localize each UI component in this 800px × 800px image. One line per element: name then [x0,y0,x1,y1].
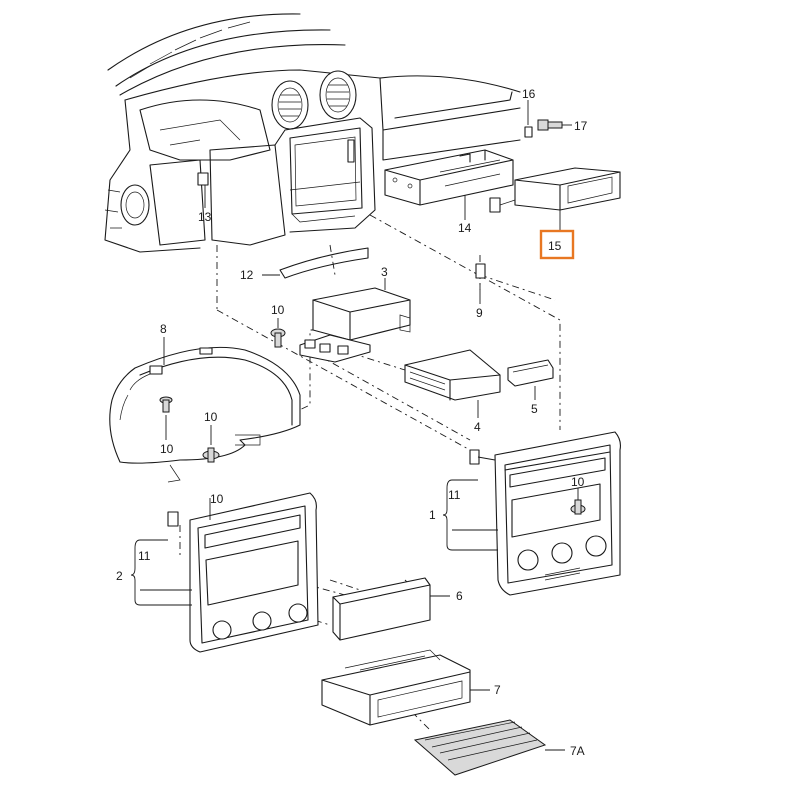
callout-17: 17 [574,119,588,133]
callout-15: 15 [548,239,562,253]
part-14-frame [384,149,514,220]
callout-11-left: 11 [138,549,151,563]
part-10-screw-fascia [570,488,586,515]
callout-10-left: 10 [210,492,224,506]
part-10-screw-mid [202,425,220,463]
part-10-screw-upper [270,318,286,348]
part-4-radio-unit [404,349,501,418]
callout-7: 7 [494,683,501,697]
callout-13: 13 [198,210,212,224]
highlight-box-15 [539,229,575,260]
part-7-storage-compartment [321,649,490,726]
callout-12: 12 [240,268,254,282]
callout-9: 9 [476,306,483,320]
callout-7a: 7A [570,744,585,758]
part-2-radio-fascia [167,492,319,653]
callout-6: 6 [456,589,463,603]
part-1-brace [442,479,498,551]
part-15-storage-bin [489,167,621,232]
part-12-trim-strip [262,247,369,279]
part-17-screw [537,119,572,131]
callout-10-upper: 10 [271,303,285,317]
callout-3: 3 [381,265,388,279]
callout-14: 14 [458,221,472,235]
callout-2: 2 [116,569,123,583]
part-3-bracket [299,278,411,363]
callout-10-fascia: 10 [571,475,585,489]
dashboard-panel [104,13,521,253]
part-9-clip [475,263,486,304]
part-16-clip [524,100,533,138]
callout-16: 16 [522,87,536,101]
callout-labels: 16 17 13 14 15 12 3 9 10 8 5 10 4 10 10 … [116,87,588,758]
callout-8: 8 [160,322,167,336]
callout-4: 4 [474,420,481,434]
callout-10-mid: 10 [204,410,218,424]
part-5-switch [507,359,554,400]
part-10-screw-cluster [159,396,173,440]
part-6-blanking-cover [332,577,450,641]
callout-11-right: 11 [448,488,461,502]
callout-5: 5 [531,402,538,416]
part-1-radio-fascia [469,431,621,596]
callout-1: 1 [429,508,436,522]
part-2-brace [130,539,192,606]
callout-10-cluster: 10 [160,442,174,456]
part-7a-mat [413,719,565,776]
part-8-cluster-surround [109,337,301,483]
